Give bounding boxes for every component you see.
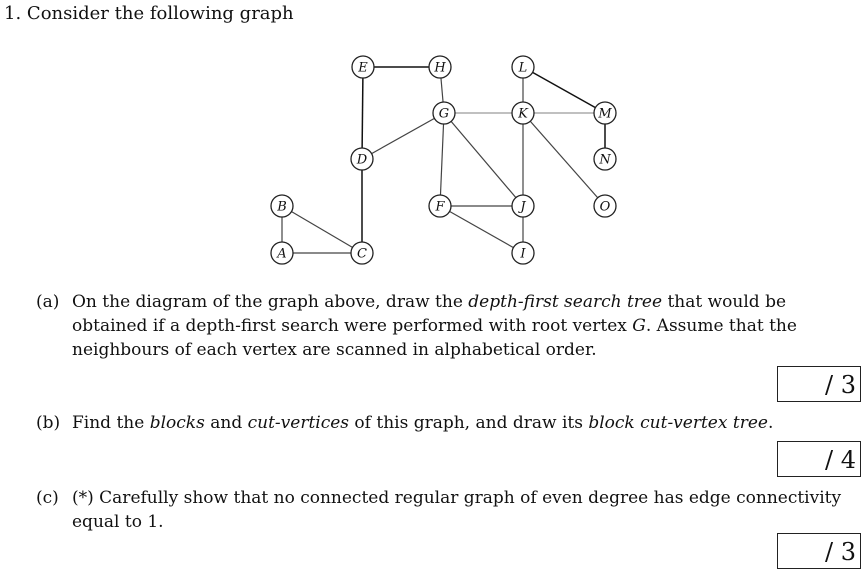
- question-number: 1.: [4, 3, 22, 24]
- part-b: (b) Find the blocks and cut-vertices of …: [36, 411, 862, 435]
- vertex-label-g: G: [439, 107, 449, 122]
- score-box-c: / 3: [777, 533, 861, 569]
- vertex-d: D: [350, 147, 374, 171]
- part-a-label: (a): [36, 292, 60, 312]
- edge-k-o: [522, 112, 606, 207]
- vertex-label-o: O: [600, 200, 611, 215]
- vertex-m: M: [593, 101, 617, 125]
- vertex-label-h: H: [433, 61, 446, 76]
- vertex-b: B: [270, 194, 294, 218]
- edge-g-f: [439, 112, 445, 207]
- vertex-c: C: [350, 241, 374, 265]
- part-b-label: (b): [36, 413, 61, 433]
- vertex-k: K: [511, 101, 535, 125]
- vertex-l: L: [511, 55, 535, 79]
- score-box-b: / 4: [777, 441, 861, 477]
- edge-g-j: [443, 112, 524, 207]
- vertex-o: O: [593, 194, 617, 218]
- question-title: Consider the following graph: [26, 3, 294, 24]
- vertex-label-k: K: [517, 107, 529, 122]
- vertex-h: H: [428, 55, 452, 79]
- vertex-label-b: B: [276, 200, 287, 215]
- part-a: (a) On the diagram of the graph above, d…: [36, 290, 862, 362]
- vertex-label-d: D: [356, 153, 368, 168]
- vertex-label-f: F: [434, 200, 445, 215]
- edge-b-c: [281, 205, 363, 254]
- vertex-label-e: E: [357, 61, 368, 76]
- part-c-label: (c): [36, 488, 59, 508]
- vertex-g: G: [432, 101, 456, 125]
- part-c: (c) (*) Carefully show that no connected…: [36, 486, 862, 534]
- edge-f-i: [439, 205, 524, 254]
- vertex-label-i: I: [519, 247, 526, 262]
- vertex-label-m: M: [597, 107, 612, 122]
- part-b-text: Find the blocks and cut-vertices of this…: [72, 413, 774, 433]
- edge-d-g: [361, 112, 445, 160]
- vertex-label-n: N: [598, 153, 611, 168]
- question-heading: 1. Consider the following graph: [4, 3, 294, 24]
- vertex-label-l: L: [518, 61, 528, 76]
- vertex-i: I: [511, 241, 535, 265]
- vertex-label-a: A: [276, 247, 286, 262]
- vertex-label-c: C: [357, 247, 367, 262]
- vertex-e: E: [351, 55, 375, 79]
- part-c-text: (*) Carefully show that no connected reg…: [72, 488, 842, 532]
- edge-l-m: [522, 66, 606, 114]
- graph-diagram: A B C D E F G H I J K L M N O: [270, 55, 617, 265]
- vertex-n: N: [593, 147, 617, 171]
- vertex-label-j: J: [517, 200, 526, 215]
- edge-e-d: [361, 66, 364, 160]
- part-a-text: On the diagram of the graph above, draw …: [72, 292, 797, 360]
- score-box-a: / 3: [777, 366, 861, 402]
- vertex-f: F: [428, 194, 452, 218]
- vertex-a: A: [270, 241, 294, 265]
- vertex-j: J: [511, 194, 535, 218]
